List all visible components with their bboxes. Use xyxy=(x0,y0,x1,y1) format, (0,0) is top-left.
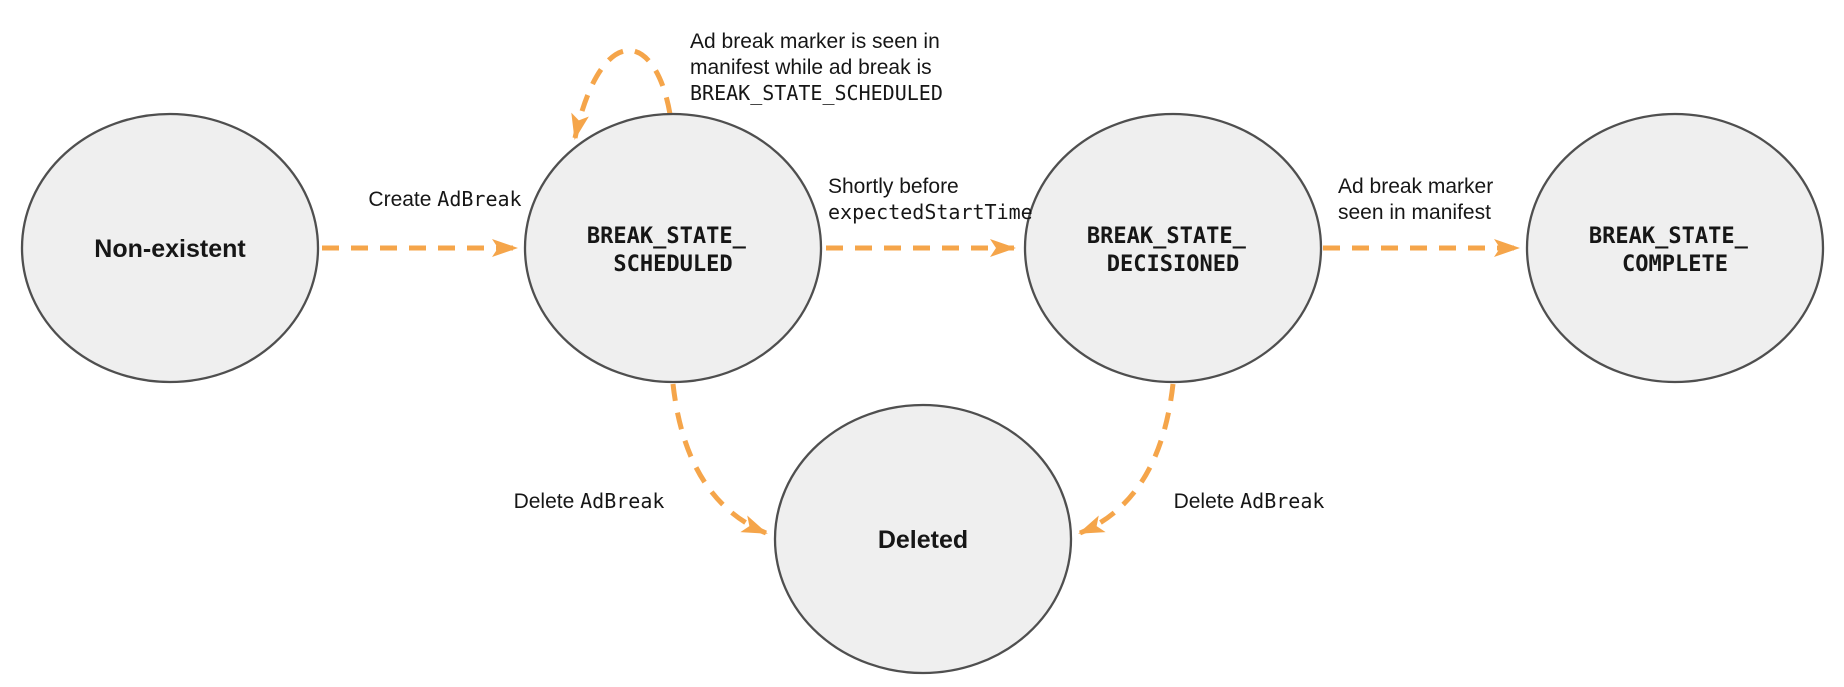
edge-label-shortly-before: Shortly before expectedStartTime xyxy=(828,175,1033,224)
edge-label-delete-adbreak-left: Delete AdBreak xyxy=(514,489,665,513)
state-label-break-state-decisioned: BREAK_STATE_ DECISIONED xyxy=(1087,224,1259,277)
state-node-break-state-decisioned xyxy=(1023,112,1323,384)
edge-scheduled-to-deleted xyxy=(670,383,768,536)
edge-label-delete-adbreak-right: Delete AdBreak xyxy=(1174,489,1325,513)
state-node-deleted xyxy=(773,403,1073,675)
edge-label-marker-seen-in-manifest: Ad break marker seen in manifest xyxy=(1338,175,1499,224)
edge-label-self-loop-scheduled: Ad break marker is seen in manifest whil… xyxy=(690,30,946,105)
edge-label-create-adbreak: Create AdBreak xyxy=(368,187,521,211)
state-label-deleted: Deleted xyxy=(878,526,968,554)
state-label-break-state-scheduled: BREAK_STATE_ SCHEDULED xyxy=(587,224,759,277)
edge-self-loop-scheduled xyxy=(571,47,673,140)
state-node-break-state-complete xyxy=(1525,112,1825,384)
edge-decisioned-to-deleted xyxy=(1078,383,1176,536)
state-node-non-existent xyxy=(20,112,320,384)
state-node-break-state-scheduled xyxy=(523,112,823,384)
state-label-break-state-complete: BREAK_STATE_ COMPLETE xyxy=(1589,224,1761,277)
state-label-non-existent: Non-existent xyxy=(94,235,246,263)
